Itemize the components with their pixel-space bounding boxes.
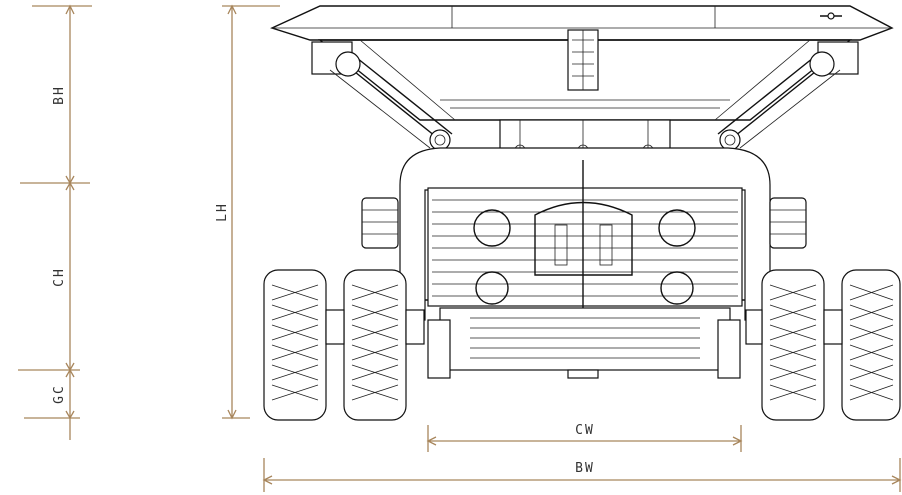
wheel-outer-left bbox=[263, 269, 327, 421]
hopper-top bbox=[270, 5, 894, 41]
wheel-inner-right bbox=[761, 269, 825, 421]
cw-label: CW bbox=[575, 423, 595, 438]
chassis-frame bbox=[399, 147, 771, 321]
right-hydraulic-arm bbox=[717, 41, 859, 151]
lh-label: LH bbox=[215, 202, 230, 222]
radiator-grille bbox=[432, 160, 738, 372]
wheel-outer-right bbox=[841, 269, 901, 421]
bw-dimension-group bbox=[262, 458, 902, 492]
right-side-motor bbox=[769, 197, 807, 249]
left-dimension-group bbox=[18, 4, 92, 440]
bh-label: BH bbox=[52, 85, 67, 105]
left-side-motor bbox=[361, 197, 399, 249]
hopper-body bbox=[318, 29, 852, 121]
wheel-inner-left bbox=[343, 269, 407, 421]
left-hydraulic-arm bbox=[311, 41, 453, 151]
cw-dimension-group bbox=[426, 425, 743, 452]
right-axle-hub bbox=[745, 309, 843, 345]
lower-bumper bbox=[427, 307, 741, 379]
lh-dimension-group bbox=[222, 4, 280, 420]
bw-label: BW bbox=[575, 461, 595, 476]
ch-label: CH bbox=[52, 267, 67, 287]
left-axle-hub bbox=[325, 309, 425, 345]
gc-label: GC bbox=[52, 384, 67, 404]
